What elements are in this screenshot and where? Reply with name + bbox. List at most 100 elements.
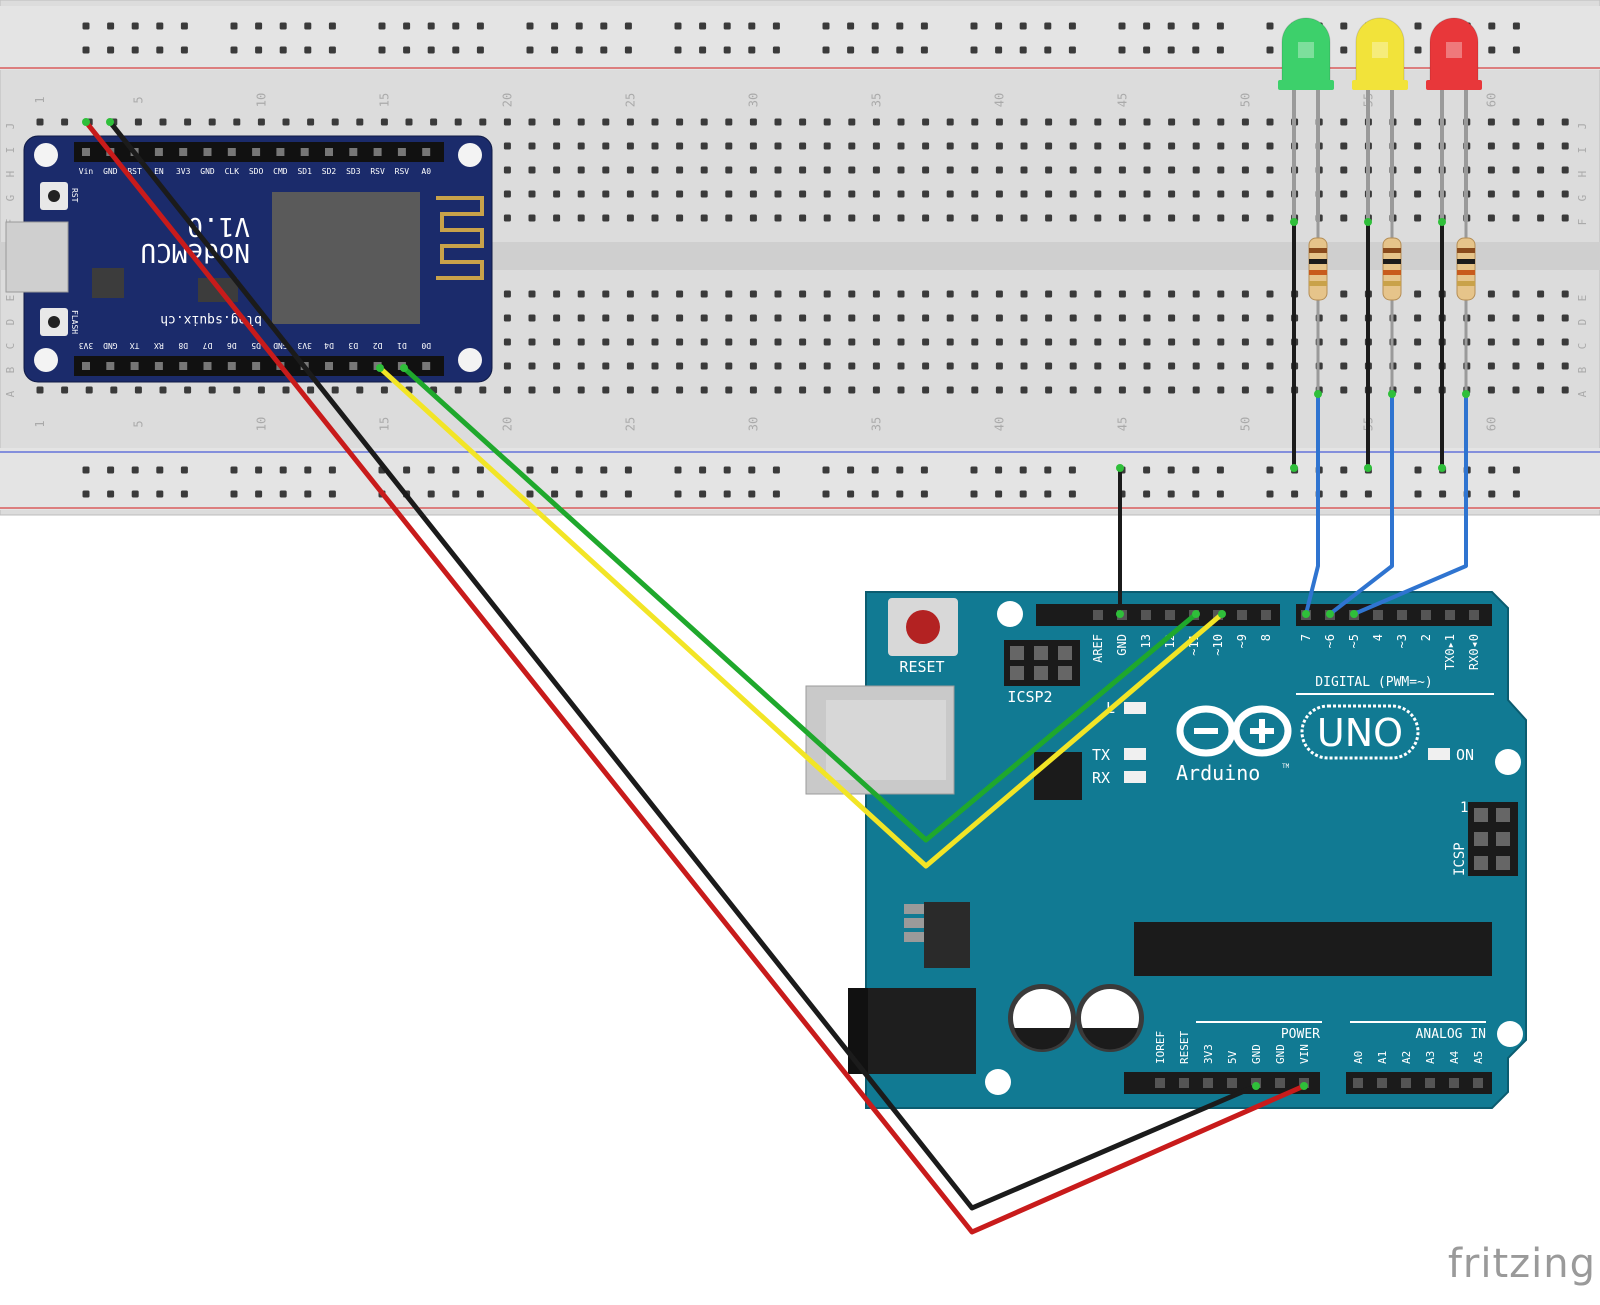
breadboard-hole [823,362,831,370]
breadboard-hole [208,386,216,394]
breadboard-hole [1069,386,1077,394]
breadboard-hole [1487,190,1495,198]
breadboard-hole [799,362,807,370]
rail-hole [526,490,534,498]
nodemcu-bottom-pin-label: GND [103,341,118,350]
breadboard-hole [553,166,561,174]
breadboard-hole [1266,314,1274,322]
breadboard-hole [725,362,733,370]
breadboard-hole [553,386,561,394]
breadboard-hole [134,118,142,126]
breadboard-hole [282,386,290,394]
breadboard-hole [503,362,511,370]
rail-hole [82,466,90,474]
breadboard-hole [85,386,93,394]
breadboard-hole [1241,142,1249,150]
breadboard-hole [922,362,930,370]
breadboard-hole [577,190,585,198]
breadboard-hole [257,118,265,126]
breadboard-hole [897,386,905,394]
rail-hole [1192,46,1200,54]
rail-hole [1192,490,1200,498]
rail-hole [156,22,164,30]
breadboard-hole [1266,166,1274,174]
breadboard-hole [922,166,930,174]
breadboard-hole [823,118,831,126]
header-pin [349,148,358,156]
breadboard-hole [602,362,610,370]
wire-red-vin [84,120,1306,1235]
digital-pin-label: AREF [1091,634,1105,663]
analog-label: ANALOG IN [1416,1027,1486,1042]
rail-hole [328,22,336,30]
breadboard-hole [1340,290,1348,298]
header-pin [106,362,115,370]
rail-hole [1266,490,1274,498]
breadboard-hole [676,338,684,346]
breadboard-hole [995,118,1003,126]
header-pin [422,362,431,370]
breadboard-hole [872,314,880,322]
nodemcu-bottom-pin-label: GND [273,341,288,350]
header-pin [82,362,90,370]
rail-hole [624,466,632,474]
rail-hole [896,466,904,474]
breadboard-hole [1414,142,1422,150]
row-letter: A [1576,390,1589,397]
breadboard-hole [1340,190,1348,198]
nodemcu-top-pin-label: RSV [370,167,385,176]
rail-hole [452,490,460,498]
analog-pin-label: A5 [1472,1051,1485,1064]
breadboard-hole [626,118,634,126]
rail-hole [699,46,707,54]
breadboard-hole [872,118,880,126]
rail-hole [526,46,534,54]
header-pin [276,148,285,156]
analog-pin-label: A2 [1400,1051,1413,1064]
wires [82,118,1470,1235]
nodemcu-site: blog.squix.ch [160,312,262,327]
rail-hole [180,466,188,474]
breadboard-hole [1561,338,1569,346]
nodemcu-top-pin-label: SD3 [346,167,361,176]
wire-endpoint [1302,610,1310,618]
breadboard-hole [1094,290,1102,298]
rail-hole [822,490,830,498]
rail-hole [1192,466,1200,474]
rail-hole [1488,490,1496,498]
breadboard-hole [1512,142,1520,150]
breadboard-hole [553,214,561,222]
rail-hole [230,490,238,498]
breadboard-hole [872,190,880,198]
digital-header-pin [1141,610,1151,620]
usb-connector [5,221,69,293]
breadboard-hole [577,214,585,222]
breadboard-hole [749,118,757,126]
rail-hole [551,466,559,474]
breadboard-hole [872,142,880,150]
column-number: 1 [33,96,47,103]
led-group [1278,17,1482,394]
rail-hole [1266,46,1274,54]
rail-hole [575,22,583,30]
rail-hole [1216,22,1224,30]
breadboard-hole [479,118,487,126]
breadboard-hole [1168,386,1176,394]
rail-hole [674,466,682,474]
column-number: 35 [869,93,883,107]
breadboard-hole [503,314,511,322]
row-letter: D [1576,319,1589,326]
breadboard-hole [872,362,880,370]
breadboard-hole [922,118,930,126]
breadboard-hole [1192,338,1200,346]
esp-module [272,192,420,324]
rail-hole [279,490,287,498]
breadboard-hole [1537,314,1545,322]
rail-hole [1068,46,1076,54]
breadboard-hole [725,338,733,346]
breadboard-hole [1118,386,1126,394]
breadboard-hole [1069,214,1077,222]
rail-hole [1340,490,1348,498]
rail-hole [1340,46,1348,54]
breadboard-hole [897,362,905,370]
